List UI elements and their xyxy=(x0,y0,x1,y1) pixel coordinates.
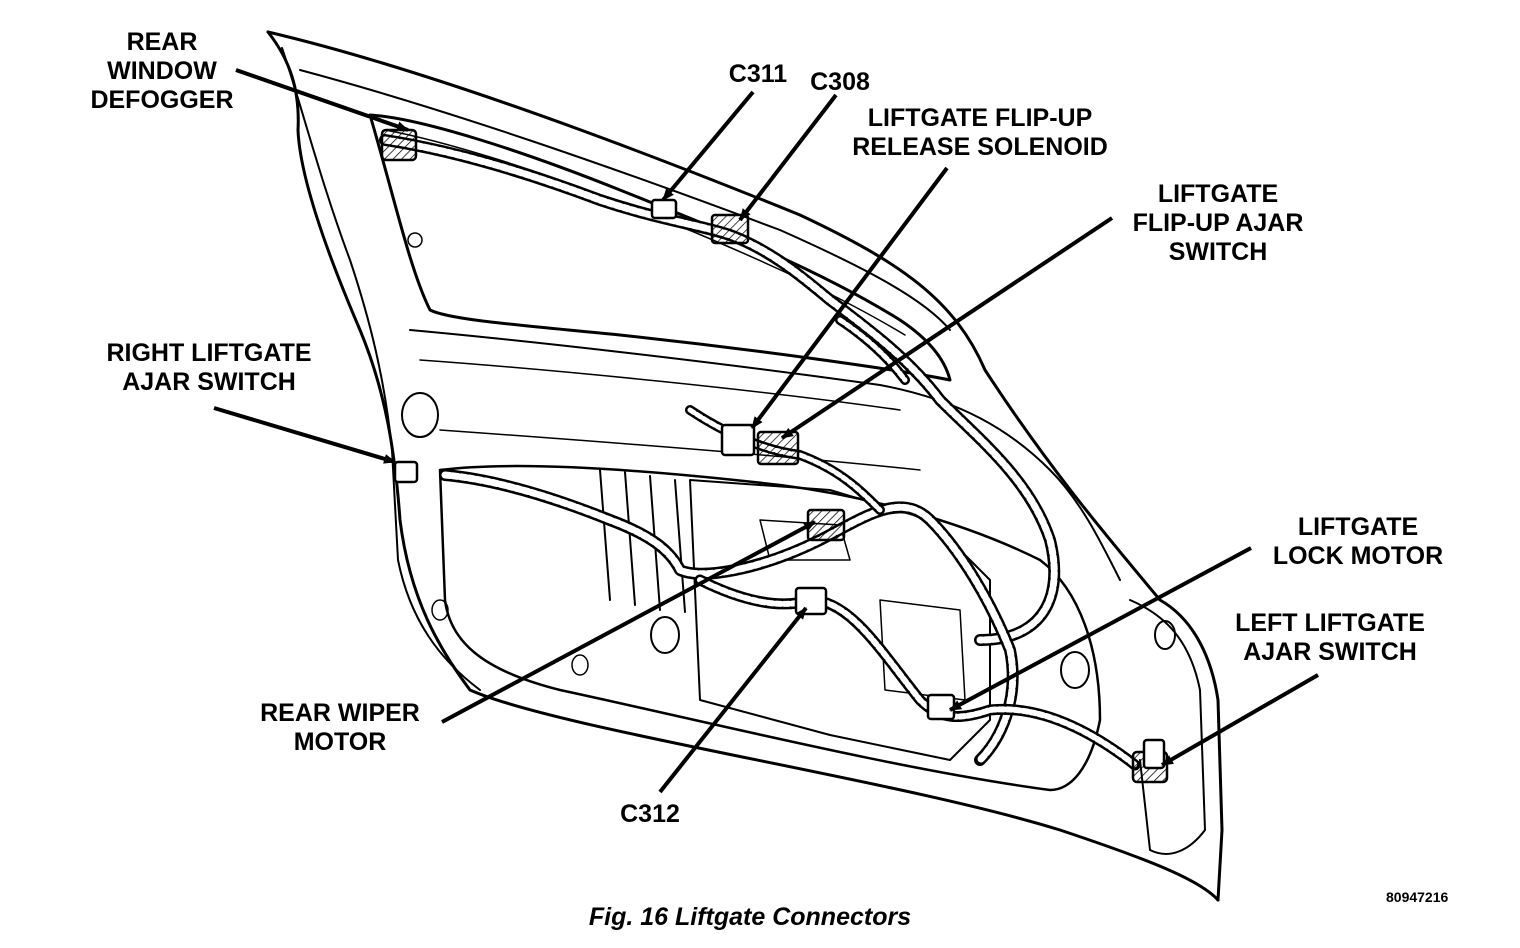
label-line: DEFOGGER xyxy=(90,86,234,114)
leader-left-liftgate-ajar-switch xyxy=(1161,673,1319,767)
leader-rear-window-defogger xyxy=(235,68,409,132)
label-flipup-release-solenoid: LIFTGATE FLIP-UP RELEASE SOLENOID xyxy=(830,104,1130,162)
label-line: WINDOW xyxy=(107,57,217,85)
label-liftgate-lock-motor: LIFTGATE LOCK MOTOR xyxy=(1248,513,1468,571)
leader-rear-wiper-motor xyxy=(441,520,816,724)
label-line: C312 xyxy=(620,800,680,828)
label-line: RIGHT LIFTGATE xyxy=(106,339,312,367)
label-line: AJAR SWITCH xyxy=(1243,638,1417,666)
label-flipup-ajar-switch: LIFTGATE FLIP-UP AJAR SWITCH xyxy=(1108,180,1328,267)
label-c312: C312 xyxy=(600,800,700,829)
label-c311: C311 xyxy=(708,60,808,89)
label-left-liftgate-ajar-switch: LEFT LIFTGATE AJAR SWITCH xyxy=(1214,609,1446,667)
label-line: LOCK MOTOR xyxy=(1272,542,1444,570)
label-line: REAR WIPER xyxy=(260,699,420,727)
label-c308: C308 xyxy=(790,68,890,97)
leader-c308 xyxy=(738,93,838,222)
leader-flipup-release-solenoid xyxy=(750,166,949,430)
label-line: AJAR SWITCH xyxy=(122,368,296,396)
label-line: REAR xyxy=(126,28,198,56)
label-rear-wiper-motor: REAR WIPER MOTOR xyxy=(240,699,440,757)
label-line: LIFTGATE FLIP-UP xyxy=(867,104,1093,132)
label-line: C308 xyxy=(810,68,870,96)
label-line: MOTOR xyxy=(293,728,387,756)
leader-right-liftgate-ajar-switch xyxy=(213,406,396,464)
figure-caption: Fig. 16 Liftgate Connectors xyxy=(588,903,912,931)
label-line: C311 xyxy=(728,60,788,88)
label-rear-window-defogger: REAR WINDOW DEFOGGER xyxy=(62,28,262,115)
label-line: LIFTGATE xyxy=(1157,180,1279,208)
leader-flipup-ajar-switch xyxy=(780,216,1114,440)
label-line: SWITCH xyxy=(1168,238,1268,266)
label-line: FLIP-UP AJAR xyxy=(1132,209,1304,237)
label-right-liftgate-ajar-switch: RIGHT LIFTGATE AJAR SWITCH xyxy=(84,339,334,397)
leader-c312 xyxy=(658,606,808,794)
label-line: LEFT LIFTGATE xyxy=(1235,609,1425,637)
connectors xyxy=(380,128,1169,784)
figure-id: 80947216 xyxy=(1386,889,1449,905)
leader-lines xyxy=(213,68,1319,794)
label-line: LIFTGATE xyxy=(1297,513,1419,541)
label-line: RELEASE SOLENOID xyxy=(852,133,1108,161)
leader-c311 xyxy=(661,90,755,202)
leader-liftgate-lock-motor xyxy=(949,546,1252,712)
wiring-harness xyxy=(379,134,1141,771)
